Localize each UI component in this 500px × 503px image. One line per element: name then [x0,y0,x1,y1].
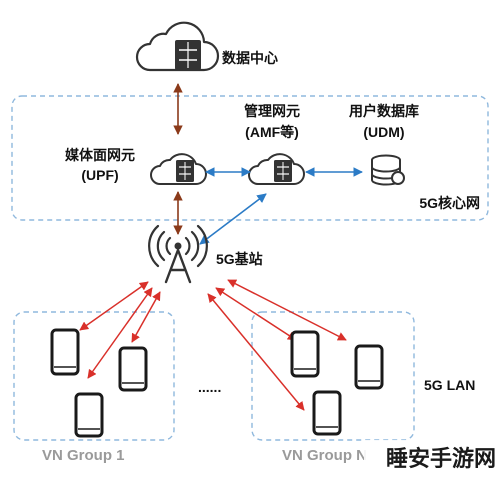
upf-cloud-icon [150,153,207,185]
vn-group-1-label: VN Group 1 [42,447,125,464]
server-icon [175,40,201,70]
vn-group-n-region [251,311,415,441]
smartphone-icon [354,344,384,390]
datacenter-cloud-icon [135,21,220,72]
smartphone-icon [50,328,80,376]
groups-ellipsis: ...... [198,379,221,395]
amf-label-line2: (AMF等) [245,124,299,140]
antenna-tower-icon [148,224,208,284]
watermark-text: 睡安手游网 [386,446,496,472]
upf-label-line1: 媒体面网元 [64,147,135,163]
lan-label: 5G LAN [424,377,475,393]
smartphone-icon [74,392,104,438]
radio-link-arrow [131,291,161,343]
smartphone-icon [312,390,342,436]
server-icon [274,160,292,182]
server-icon [176,160,194,182]
upf-label-line2: (UPF) [81,167,118,183]
smartphone-icon [118,346,148,392]
base-station-label: 5G基站 [216,251,263,267]
amf-label-line1: 管理网元 [244,103,300,119]
vn-group-n-label: VN Group N [282,447,367,464]
datacenter-label: 数据中心 [222,50,278,66]
smartphone-icon [290,330,320,378]
watermark: 睡安手游网 [364,440,500,476]
udm-label-line2: (UDM) [363,124,404,140]
udm-label-line1: 用户数据库 [349,103,419,119]
amf-cloud-icon [248,153,305,185]
vn-group-1-region [13,311,175,441]
basestation-amf-arrow [199,193,267,245]
radio-link-arrow [207,293,305,411]
radio-link-arrow [215,287,297,341]
core-network-label: 5G核心网 [419,195,480,211]
database-icon [371,154,405,186]
radio-link-arrow [227,279,347,341]
radio-link-arrow [79,281,149,331]
